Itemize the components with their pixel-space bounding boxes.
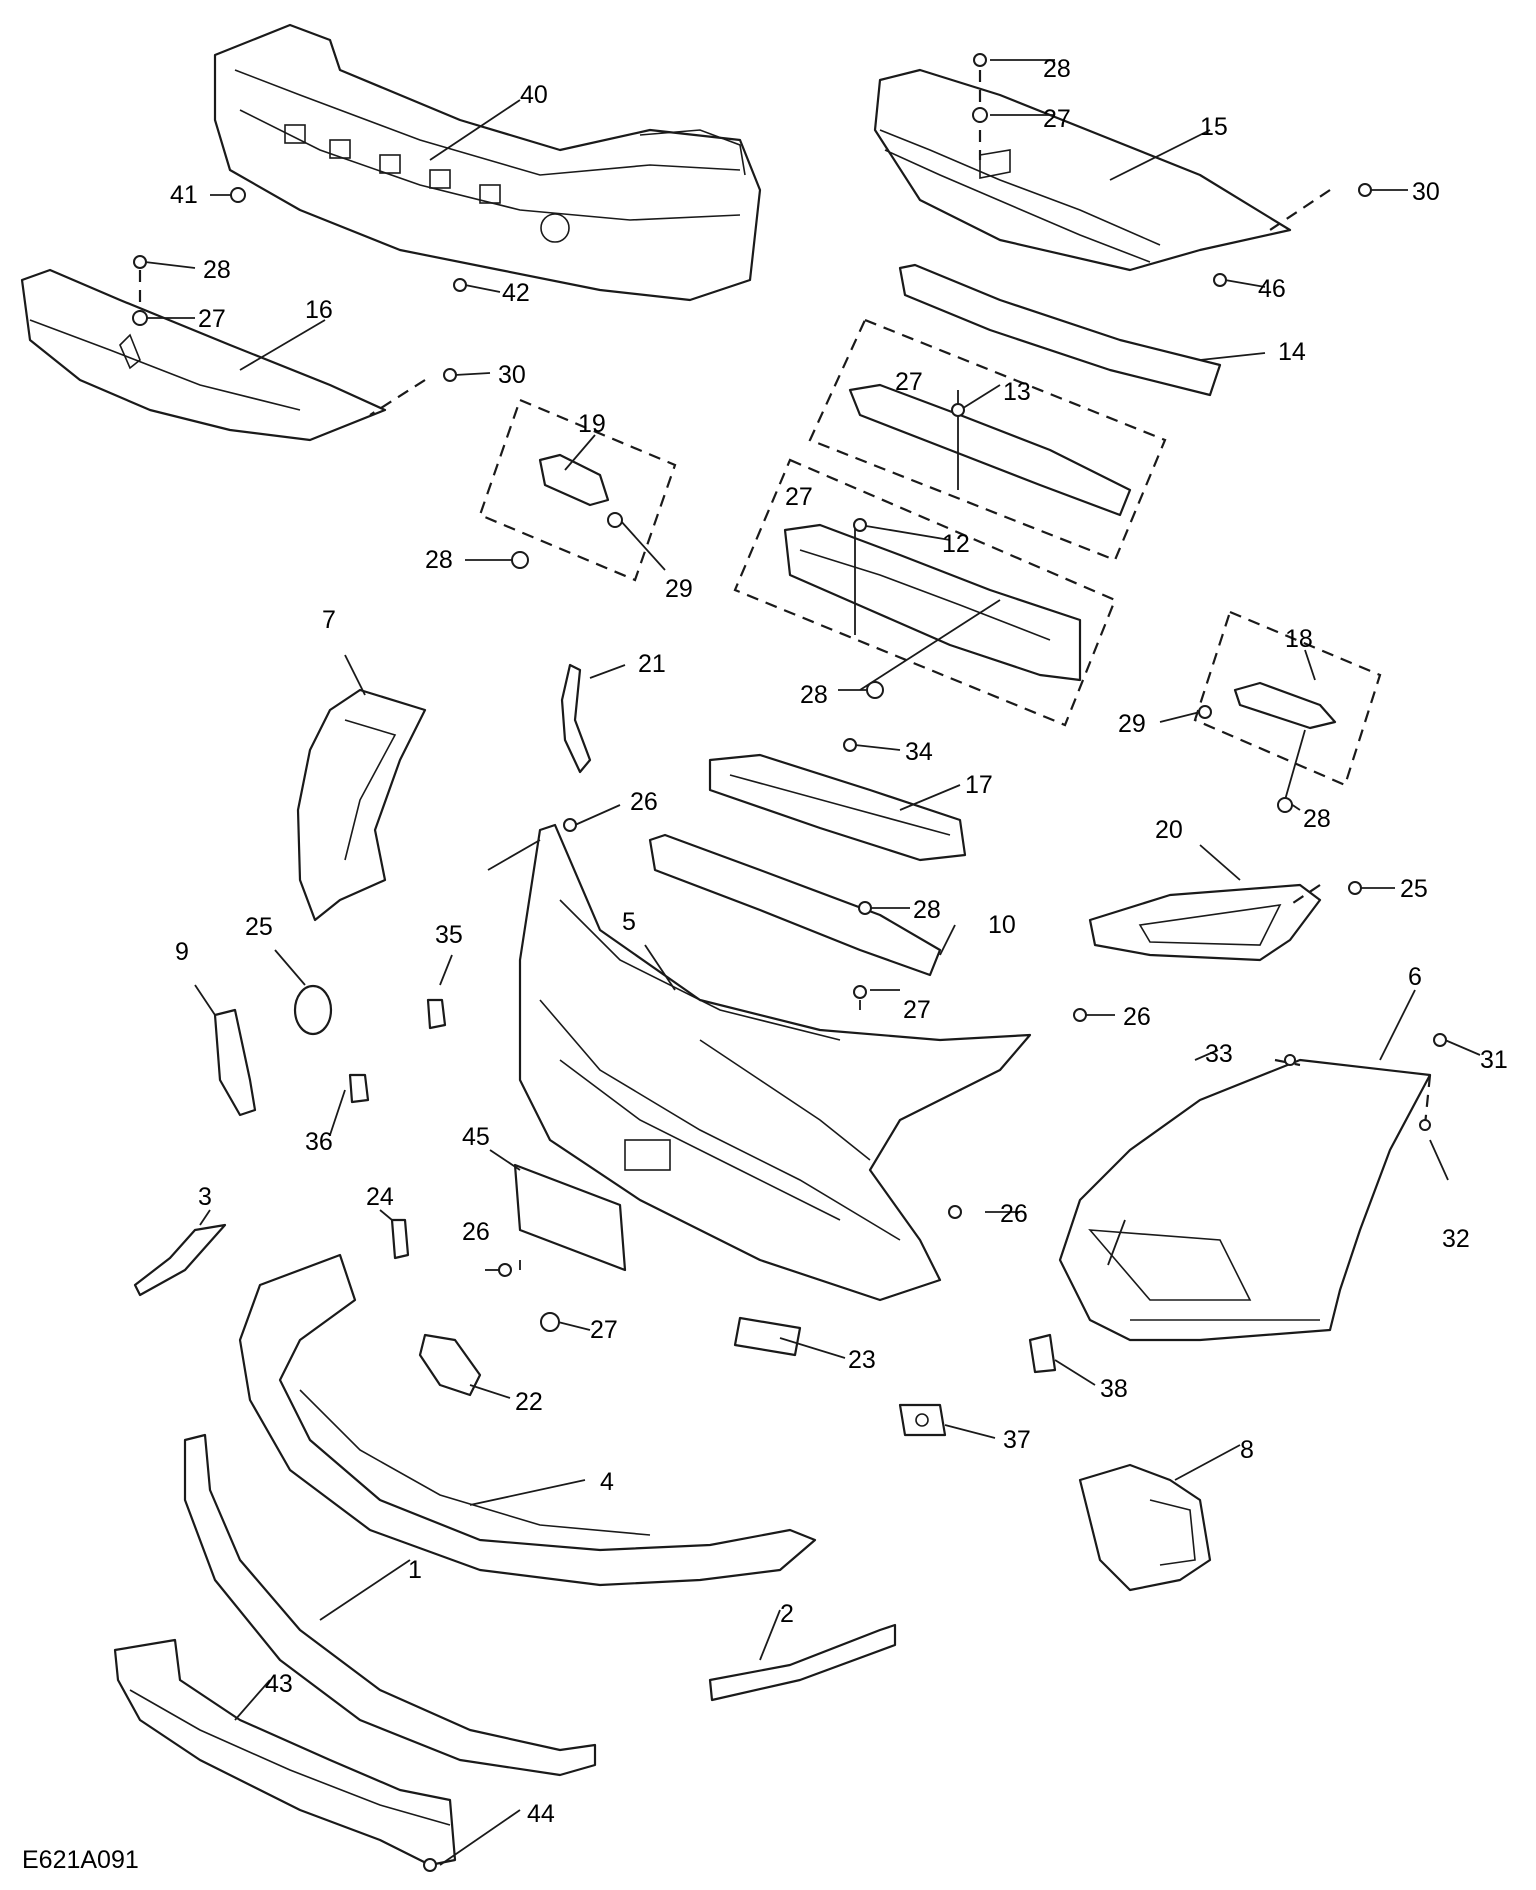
part-16-upper-trim: [20, 268, 387, 442]
callout-44: 44: [527, 1800, 555, 1828]
callout-27: 27: [198, 305, 226, 333]
part-18-bracket-group: [1193, 610, 1382, 787]
part-13-bracket-group: [808, 318, 1167, 562]
callout-26: 26: [462, 1218, 490, 1246]
callout-24: 24: [366, 1183, 394, 1211]
callout-28: 28: [425, 546, 453, 574]
part-12-absorber-group: [733, 458, 1117, 727]
callout-28: 28: [203, 256, 231, 284]
callout-32: 32: [1442, 1225, 1470, 1253]
callout-26: 26: [1000, 1200, 1028, 1228]
part-1-lower-lip: [183, 1433, 597, 1777]
callout-28: 28: [1043, 55, 1071, 83]
callout-23: 23: [848, 1346, 876, 1374]
callout-27: 27: [785, 483, 813, 511]
callout-10: 10: [988, 911, 1016, 939]
callout-38: 38: [1100, 1375, 1128, 1403]
part-7-wheel-arch-liner: [296, 688, 427, 922]
part-8-vent-bracket: [1078, 1463, 1212, 1592]
callout-28: 28: [1303, 805, 1331, 833]
callout-1: 1: [408, 1556, 422, 1584]
callout-17: 17: [965, 771, 993, 799]
callout-42: 42: [502, 279, 530, 307]
callout-31: 31: [1480, 1046, 1508, 1074]
callout-5: 5: [622, 908, 636, 936]
callout-21: 21: [638, 650, 666, 678]
callout-9: 9: [175, 938, 189, 966]
callout-27: 27: [590, 1316, 618, 1344]
part-20-fog-bezel: [1088, 883, 1322, 962]
part-25-tow-cover: [293, 984, 333, 1036]
callout-26: 26: [630, 788, 658, 816]
callout-6: 6: [1408, 963, 1422, 991]
callout-36: 36: [305, 1128, 333, 1156]
part-38-sensor: [1028, 1333, 1057, 1374]
part-45-plate-bracket: [513, 1163, 627, 1272]
callout-33: 33: [1205, 1040, 1233, 1068]
callout-8: 8: [1240, 1436, 1254, 1464]
part-5-main-grille: [518, 823, 1032, 1302]
callout-25: 25: [1400, 875, 1428, 903]
leader-lines: [138, 59, 1481, 1866]
part-17-lower-grille: [708, 753, 967, 862]
part-19-bracket-group: [478, 398, 677, 582]
callout-15: 15: [1200, 113, 1228, 141]
part-43-lower-beam: [113, 1638, 457, 1867]
part-2-trim-strip: [708, 1623, 897, 1702]
callout-27: 27: [1043, 105, 1071, 133]
diagram-reference-code: E621A091: [22, 1846, 139, 1874]
callout-20: 20: [1155, 816, 1183, 844]
part-6-bumper-corner: [1058, 1058, 1432, 1342]
callout-14: 14: [1278, 338, 1306, 366]
callout-27: 27: [895, 368, 923, 396]
part-9-bracket: [213, 1008, 257, 1117]
fasteners: [132, 53, 1447, 1872]
callout-19: 19: [578, 410, 606, 438]
callout-35: 35: [435, 921, 463, 949]
part-21-trim-piece: [560, 663, 592, 774]
callout-26: 26: [1123, 1003, 1151, 1031]
part-40-bumper-beam: [213, 23, 762, 302]
part-10-grille-bracket: [648, 833, 942, 977]
callout-29: 29: [1118, 710, 1146, 738]
part-14-strip: [898, 263, 1222, 397]
callout-30: 30: [1412, 178, 1440, 206]
callout-43: 43: [265, 1670, 293, 1698]
callout-37: 37: [1003, 1426, 1031, 1454]
callout-28: 28: [913, 896, 941, 924]
callout-12: 12: [942, 530, 970, 558]
callout-3: 3: [198, 1183, 212, 1211]
callout-40: 40: [520, 81, 548, 109]
callout-29: 29: [665, 575, 693, 603]
callout-labels: 40 41 42 28 27 15 30 46 28 27 16 30 14 2…: [170, 55, 1508, 1828]
part-23-cover: [733, 1316, 802, 1357]
callout-27: 27: [903, 996, 931, 1024]
callout-34: 34: [905, 738, 933, 766]
callout-41: 41: [170, 181, 198, 209]
part-4-lower-cover: [238, 1253, 817, 1587]
callout-25: 25: [245, 913, 273, 941]
callout-45: 45: [462, 1123, 490, 1151]
callout-7: 7: [322, 606, 336, 634]
callout-30: 30: [498, 361, 526, 389]
part-35-clip: [426, 998, 447, 1030]
callout-16: 16: [305, 296, 333, 324]
part-3-trim: [133, 1223, 227, 1297]
callout-13: 13: [1003, 378, 1031, 406]
part-24-clip: [390, 1218, 410, 1260]
callout-46: 46: [1258, 275, 1286, 303]
callout-28: 28: [800, 681, 828, 709]
callout-22: 22: [515, 1388, 543, 1416]
part-22-cover: [418, 1333, 482, 1397]
part-36-clip: [348, 1073, 370, 1104]
part-37-sensor: [898, 1403, 947, 1437]
callout-4: 4: [600, 1468, 614, 1496]
callout-18: 18: [1285, 625, 1313, 653]
part-15-upper-cover: [873, 68, 1292, 272]
callout-2: 2: [780, 1600, 794, 1628]
